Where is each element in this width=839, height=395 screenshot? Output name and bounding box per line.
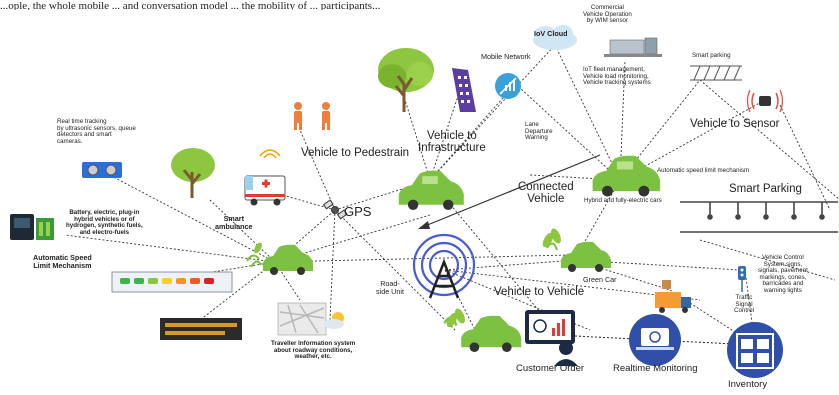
label-vehicle-to-vehicle: Vehicle to Vehicle — [494, 286, 585, 298]
parking-lot-icon-small — [690, 65, 742, 81]
speed-display-icon — [111, 271, 233, 293]
arrow-line — [418, 154, 601, 229]
label-smart-ambulance: Smart ambulance — [215, 214, 253, 231]
sensor-icon — [746, 89, 784, 113]
map-icon — [277, 302, 327, 336]
label-traffic-signal: Traffic Signal Control — [734, 294, 754, 314]
label-iot-fleet: IoT fleet management, Vehicle load monit… — [583, 66, 651, 86]
cloud-icon — [533, 25, 577, 50]
car-icon-left — [246, 244, 313, 275]
label-iov-cloud: IoV Cloud — [534, 29, 568, 38]
label-mobile-network: Mobile Network — [481, 52, 531, 61]
label-smart-parking-large: Smart Parking — [729, 183, 802, 195]
customer-order-icon — [525, 310, 578, 366]
tower-icon — [412, 233, 476, 299]
satellite-icon — [322, 199, 348, 220]
weather-icon — [324, 312, 344, 329]
label-inventory: Inventory — [728, 379, 768, 390]
inventory-icon — [727, 322, 783, 378]
ultrasonic-sensor-icon — [82, 162, 122, 178]
label-customer-order: Customer Order — [516, 363, 585, 374]
parking-lot-icon-large — [680, 201, 838, 233]
label-auto-speed-mechanism: Automatic speed limit mechanism — [657, 167, 750, 174]
car-icon-bottom — [443, 315, 522, 352]
label-commercial-vehicle: Commercial Vehicle Operation by WIM sens… — [583, 4, 632, 24]
label-vehicle-control: Vehicle Control System signs, signals, p… — [758, 254, 808, 294]
label-smart-parking-small: Smart parking — [692, 52, 731, 59]
top-cropped-text: ...ople, the whole mobile ... and conver… — [0, 0, 381, 10]
label-gps: GPS — [344, 204, 372, 219]
delivery-truck-icon — [655, 280, 691, 313]
label-battery-fuels: Battery, electric, plug-in hybrid vehicl… — [66, 209, 143, 236]
message-board-icon — [160, 318, 242, 340]
tree-icon-left — [171, 148, 215, 198]
ambulance-icon — [244, 149, 286, 206]
label-vehicle-to-sensor: Vehicle to Sensor — [690, 118, 780, 130]
label-realtime-monitoring: Realtime Monitoring — [613, 363, 698, 374]
tree-icon-top — [378, 48, 434, 112]
traffic-signal-icon — [738, 266, 746, 292]
car-icon-right — [592, 155, 661, 197]
label-vehicle-to-pedestrain: Vehicle to Pedestrain — [301, 147, 410, 159]
realtime-monitoring-icon — [629, 314, 681, 366]
car-icon-center — [398, 170, 464, 210]
label-lane-departure: Lane Departure Warning — [525, 121, 553, 141]
label-traveller-info: Traveller Information system about roadw… — [271, 340, 356, 360]
building-icon — [452, 68, 476, 112]
pedestrian-icon — [294, 102, 330, 130]
label-realtime-tracking: Real time tracking by ultrasonic sensors… — [57, 118, 136, 145]
label-connected-vehicle: Connected Vehicle — [518, 181, 574, 206]
label-road-side-unit: Road- side Unit — [376, 279, 404, 296]
label-auto-speed-limit: Automatic Speed Limit Mechanism — [33, 253, 92, 270]
charging-station-icon — [10, 214, 54, 240]
leaf-icon — [254, 228, 561, 328]
car-icon-green — [546, 241, 611, 272]
truck-scale-icon — [604, 37, 662, 57]
label-vehicle-to-infrastructure: Vehicle to Infrastructure — [418, 130, 486, 155]
label-hybrid-cars: Hybrid and fully-electric cars — [584, 197, 662, 204]
label-green-car: Green Car — [583, 275, 617, 284]
mobile-network-icon — [495, 73, 521, 99]
